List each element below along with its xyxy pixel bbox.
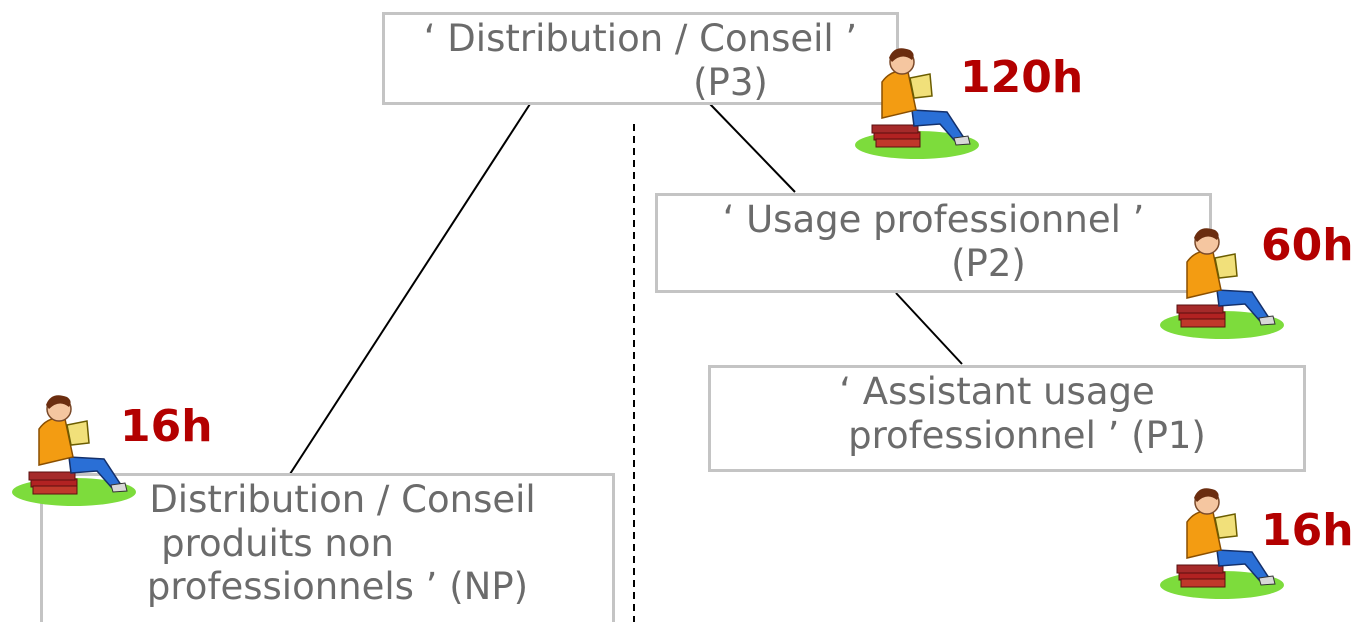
node-distribution-conseil-p3: ‘ Distribution / Conseil ’ (P3) [382,12,899,105]
hours-label-p2: 60h [1261,220,1354,271]
student-reading-icon [1160,488,1284,599]
edge-p3-p2 [709,103,796,193]
node-np-line-3: professionnels ’ (NP) [146,565,529,609]
node-np-line-2: produits non [161,521,394,565]
node-assistant-usage-professionnel-p1: ‘ Assistant usage professionnel ’ (P1) [708,365,1306,472]
hours-label-p3: 120h [960,52,1084,103]
student-reading-icon [1160,228,1284,339]
student-reading-icon [855,48,979,159]
student-reading-icon [12,395,136,506]
node-p1-line-1: ‘ Assistant usage [839,370,1155,413]
node-p3-line-2: (P3) [693,60,768,104]
node-p2-line-1: ‘ Usage professionnel ’ [722,198,1145,241]
edge-p3-np [289,103,531,475]
hours-label-np: 16h [120,401,213,452]
edge-p2-p1 [895,292,963,365]
node-p3-line-1: ‘ Distribution / Conseil ’ [423,17,858,60]
node-p1-line-2: professionnel ’ (P1) [848,413,1206,457]
hours-label-p1: 16h [1261,505,1354,556]
node-p2-line-2: (P2) [951,241,1026,285]
node-usage-professionnel-p2: ‘ Usage professionnel ’ (P2) [655,193,1212,293]
node-distribution-conseil-np: Distribution / Conseil produits non prof… [40,473,615,622]
node-np-line-1: Distribution / Conseil [149,478,536,521]
